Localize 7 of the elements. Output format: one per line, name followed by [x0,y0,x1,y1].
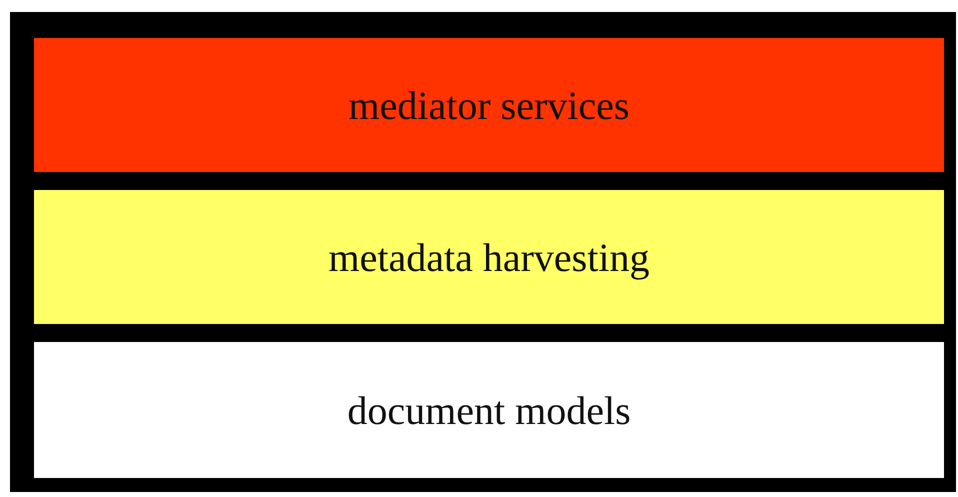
layer-band [34,38,944,172]
layer-label: metadata harvesting [328,234,650,280]
layer-label: document models [347,386,631,434]
layer-band [34,342,944,478]
frame-background [10,12,956,492]
layer-band [34,190,944,324]
layer-label: mediator services [348,82,630,128]
